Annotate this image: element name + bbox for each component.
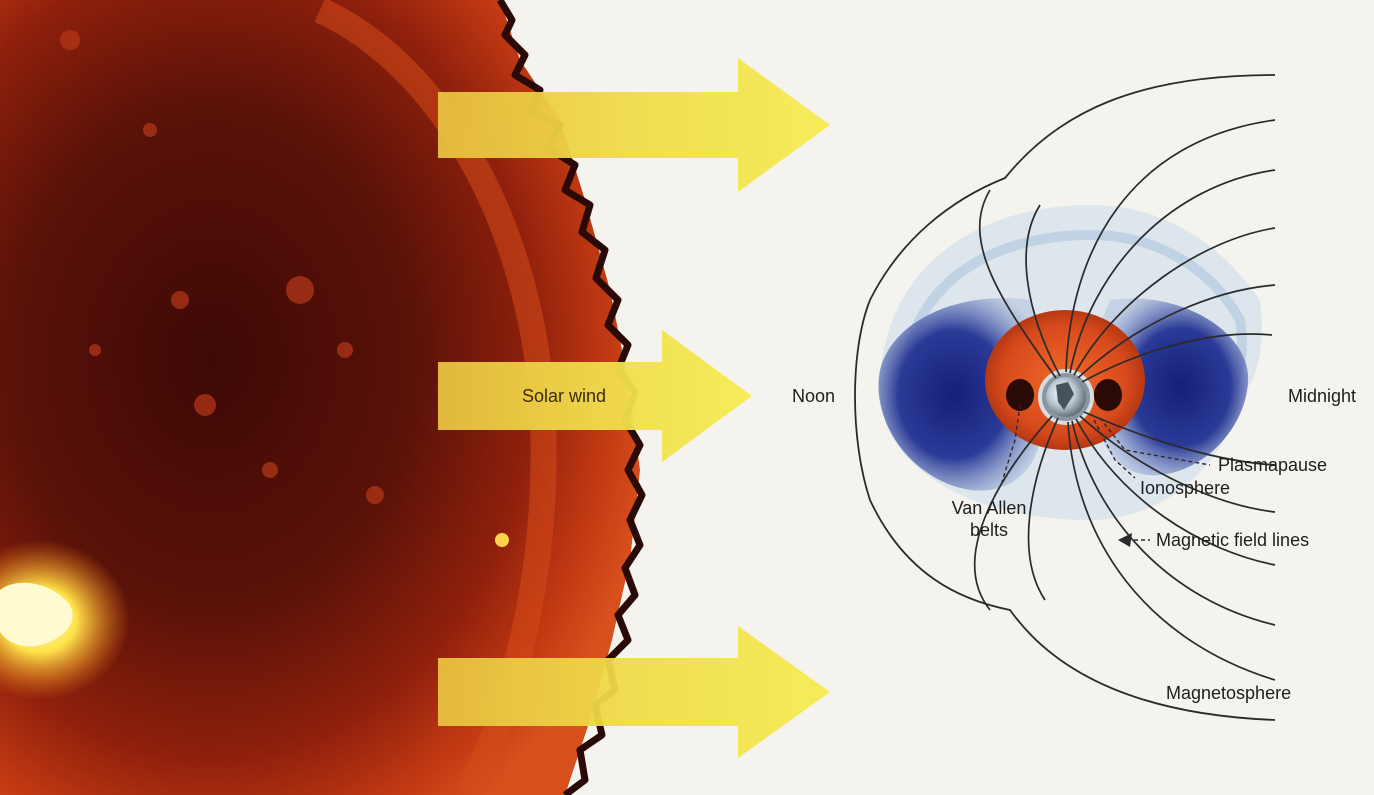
- magnetosphere-system: [855, 75, 1275, 720]
- midnight-label: Midnight: [1288, 385, 1356, 407]
- van-allen-label-line1: Van Allen: [944, 497, 1034, 519]
- plasmapause-label: Plasmapause: [1218, 454, 1327, 476]
- noon-label: Noon: [792, 385, 835, 407]
- van-allen-belts-label: Van Allen belts: [944, 497, 1034, 541]
- magnetosphere-label: Magnetosphere: [1166, 682, 1291, 704]
- earth-globe-icon: [1040, 371, 1092, 423]
- ionosphere-label: Ionosphere: [1140, 477, 1230, 499]
- field-line-arrow-icon: [1118, 533, 1132, 547]
- magnetic-field-lines-label: Magnetic field lines: [1156, 529, 1309, 551]
- solar-wind-label: Solar wind: [522, 385, 606, 407]
- van-allen-label-line2: belts: [944, 519, 1034, 541]
